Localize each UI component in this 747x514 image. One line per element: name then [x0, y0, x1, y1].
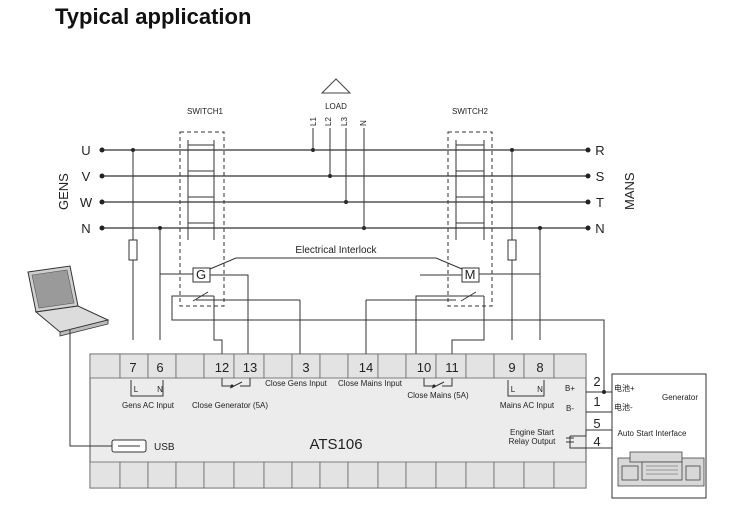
gen-terminal-2: 2: [593, 374, 600, 389]
terminal-12: 12: [215, 360, 229, 375]
gens-label: GENS: [56, 173, 71, 210]
terminal-6: 6: [156, 360, 163, 375]
switch2: M: [447, 131, 493, 307]
generator-box: [611, 373, 707, 499]
controller-model: ATS106: [309, 436, 362, 453]
battery-plus-label: 电池+: [614, 383, 635, 393]
gen-terminal-1: 1: [593, 394, 600, 409]
gen-terminal-4: 4: [593, 434, 600, 449]
laptop-icon: [27, 265, 112, 447]
gens-input-n: N: [157, 385, 163, 394]
terminal-11: 11: [445, 360, 459, 375]
b-plus-label: B+: [565, 384, 575, 393]
gens-phase-u: U: [81, 143, 90, 158]
close-generator-label: Close Generator (5A): [192, 401, 268, 410]
engine-start-label: Engine Start: [510, 428, 555, 437]
terminal-13: 13: [243, 360, 257, 375]
load-line-l3: L3: [340, 117, 349, 126]
gens-fuse: [128, 239, 138, 261]
mains-coil-label: M: [465, 267, 476, 282]
mains-phase-s: S: [596, 169, 605, 184]
interlock-label: Electrical Interlock: [295, 245, 377, 256]
gens-phase-v: V: [82, 169, 91, 184]
mains-phase-n: N: [595, 221, 604, 236]
terminal-7: 7: [129, 360, 136, 375]
terminal-10: 10: [417, 360, 431, 375]
switch2-label: SWITCH2: [452, 107, 489, 116]
mains-phase-t: T: [596, 195, 604, 210]
gens-input-l: L: [134, 385, 139, 394]
usb-label: USB: [154, 442, 175, 453]
gens-ac-input-label: Gens AC Input: [122, 401, 175, 410]
switch1-label: SWITCH1: [187, 107, 224, 116]
mains-label: MANS: [622, 172, 637, 210]
load-line-l2: L2: [324, 117, 333, 126]
mains-fuse: [507, 239, 517, 261]
generator-label: Generator: [662, 393, 698, 402]
terminal-14: 14: [359, 360, 373, 375]
close-mains-input-label: Close Mains Input: [338, 379, 403, 388]
load-line-n: N: [359, 120, 368, 126]
mains-ac-input-label: Mains AC Input: [500, 401, 555, 410]
ats106-controller: [89, 353, 587, 489]
relay-output-label: Relay Output: [509, 437, 556, 446]
terminal-3: 3: [302, 360, 309, 375]
mains-phase-r: R: [595, 143, 604, 158]
close-gens-input-label: Close Gens Input: [265, 379, 328, 388]
b-minus-label: B-: [566, 404, 574, 413]
battery-minus-label: 电池-: [614, 402, 633, 412]
gens-phase-n: N: [81, 221, 90, 236]
gens-phase-w: W: [80, 195, 93, 210]
terminal-9: 9: [508, 360, 515, 375]
auto-start-label: Auto Start Interface: [618, 429, 687, 438]
terminal-8: 8: [536, 360, 543, 375]
gen-terminal-5: 5: [593, 416, 600, 431]
gen-coil-label: G: [196, 267, 206, 282]
load-line-l1: L1: [309, 117, 318, 126]
mains-input-l: L: [511, 385, 516, 394]
switch1: G: [179, 131, 225, 307]
close-mains-label: Close Mains (5A): [407, 391, 469, 400]
page-title: Typical application: [55, 4, 252, 29]
load-label: LOAD: [325, 102, 347, 111]
mains-input-n: N: [537, 385, 543, 394]
load-symbol: [320, 78, 352, 94]
